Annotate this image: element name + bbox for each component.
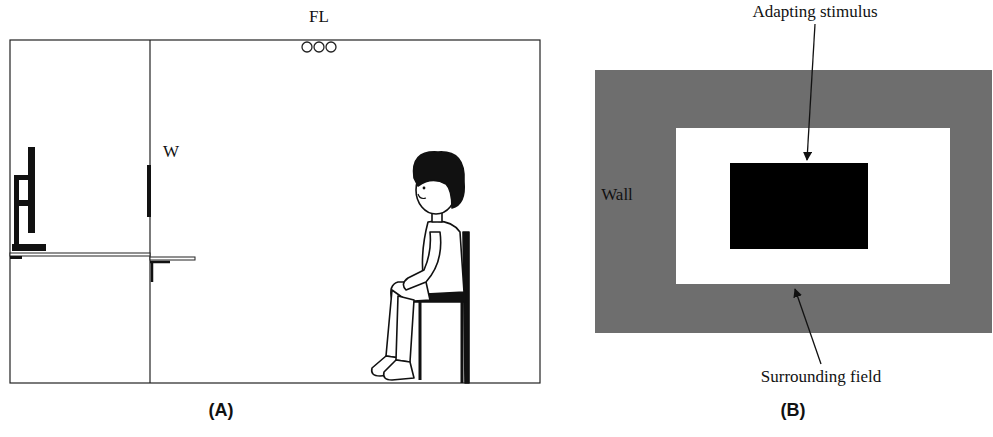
panel-label: (B) [781, 401, 806, 421]
region-label: Wall [601, 186, 633, 205]
desk [10, 253, 195, 282]
adapting-stimulus [730, 163, 868, 249]
surrounding-field [676, 128, 950, 284]
callout-label: Adapting stimulus [752, 3, 877, 22]
callout-label: FL [309, 8, 329, 27]
callout-label: W [163, 143, 179, 162]
window [147, 165, 151, 217]
panel-label: (A) [209, 401, 234, 421]
callout-label: Surrounding field [761, 368, 881, 387]
leader-arrow [795, 289, 821, 364]
seated-person [372, 152, 469, 383]
fluorescent-lamps [302, 42, 336, 52]
monitor [12, 147, 46, 251]
wall-region: Wall [595, 70, 992, 333]
stimulus-illustration [595, 70, 992, 333]
room-outline [10, 40, 540, 383]
leader-arrow [807, 24, 815, 160]
